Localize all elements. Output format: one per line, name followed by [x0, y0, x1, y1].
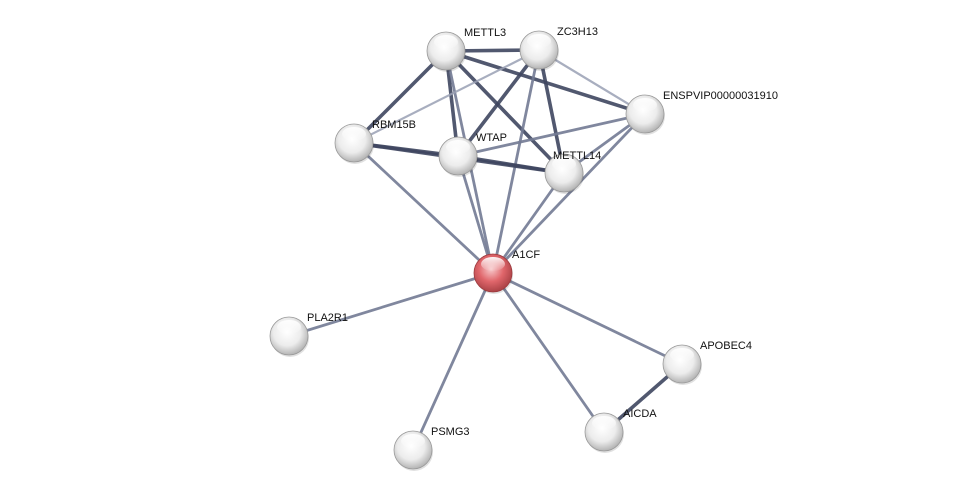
node-highlight — [633, 98, 657, 112]
node-label-enspvip00000031910: ENSPVIP00000031910 — [663, 90, 778, 102]
edge-zc3h13-enspvip00000031910 — [537, 48, 647, 116]
edge-zc3h13-wtap — [456, 48, 541, 158]
edge-zc3h13-a1cf — [491, 48, 541, 275]
node-highlight — [552, 157, 576, 171]
edge-enspvip00000031910-a1cf — [491, 112, 647, 275]
edge-a1cf-psmg3 — [411, 271, 495, 452]
node-highlight — [277, 320, 301, 334]
edge-zc3h13-rbm15b — [352, 48, 541, 145]
node-zc3h13[interactable]: ZC3H13 — [519, 26, 598, 71]
node-label-psmg3: PSMG3 — [431, 426, 470, 438]
node-label-wtap: WTAP — [476, 132, 507, 144]
node-rbm15b[interactable]: RBM15B — [334, 119, 416, 164]
node-label-mettl14: METTL14 — [553, 150, 601, 162]
edge-a1cf-aicda — [491, 271, 606, 434]
node-highlight — [401, 434, 425, 448]
node-highlight — [434, 35, 458, 49]
edge-a1cf-pla2r1 — [287, 271, 495, 338]
node-highlight — [670, 348, 694, 362]
node-highlight — [446, 140, 470, 154]
node-label-apobec4: APOBEC4 — [700, 340, 752, 352]
edge-a1cf-apobec4 — [491, 271, 684, 366]
edge-mettl3-mettl14 — [444, 49, 566, 175]
node-label-a1cf: A1CF — [512, 249, 540, 261]
edge-mettl3-rbm15b — [352, 49, 448, 145]
edge-rbm15b-a1cf — [352, 141, 495, 275]
node-aicda[interactable]: AICDA — [584, 408, 657, 453]
node-mettl14[interactable]: METTL14 — [544, 150, 601, 194]
edge-layer — [287, 48, 684, 452]
node-enspvip00000031910[interactable]: ENSPVIP00000031910 — [625, 90, 778, 135]
node-label-pla2r1: PLA2R1 — [307, 312, 348, 324]
node-highlight — [342, 127, 366, 141]
node-label-aicda: AICDA — [623, 408, 657, 420]
node-label-zc3h13: ZC3H13 — [557, 26, 598, 38]
node-a1cf[interactable]: A1CF — [473, 249, 540, 294]
node-apobec4[interactable]: APOBEC4 — [662, 340, 752, 385]
node-highlight — [592, 416, 616, 430]
edge-wtap-enspvip00000031910 — [456, 112, 647, 158]
node-psmg3[interactable]: PSMG3 — [393, 426, 470, 471]
node-label-rbm15b: RBM15B — [372, 119, 416, 131]
node-mettl3[interactable]: METTL3 — [426, 27, 506, 72]
edge-zc3h13-mettl14 — [537, 48, 566, 175]
edge-wtap-a1cf — [456, 154, 495, 275]
node-wtap[interactable]: WTAP — [438, 132, 507, 177]
node-highlight — [527, 34, 551, 48]
edge-mettl14-a1cf — [491, 171, 566, 275]
node-highlight — [481, 257, 505, 271]
node-pla2r1[interactable]: PLA2R1 — [269, 312, 348, 357]
node-label-mettl3: METTL3 — [464, 27, 506, 39]
